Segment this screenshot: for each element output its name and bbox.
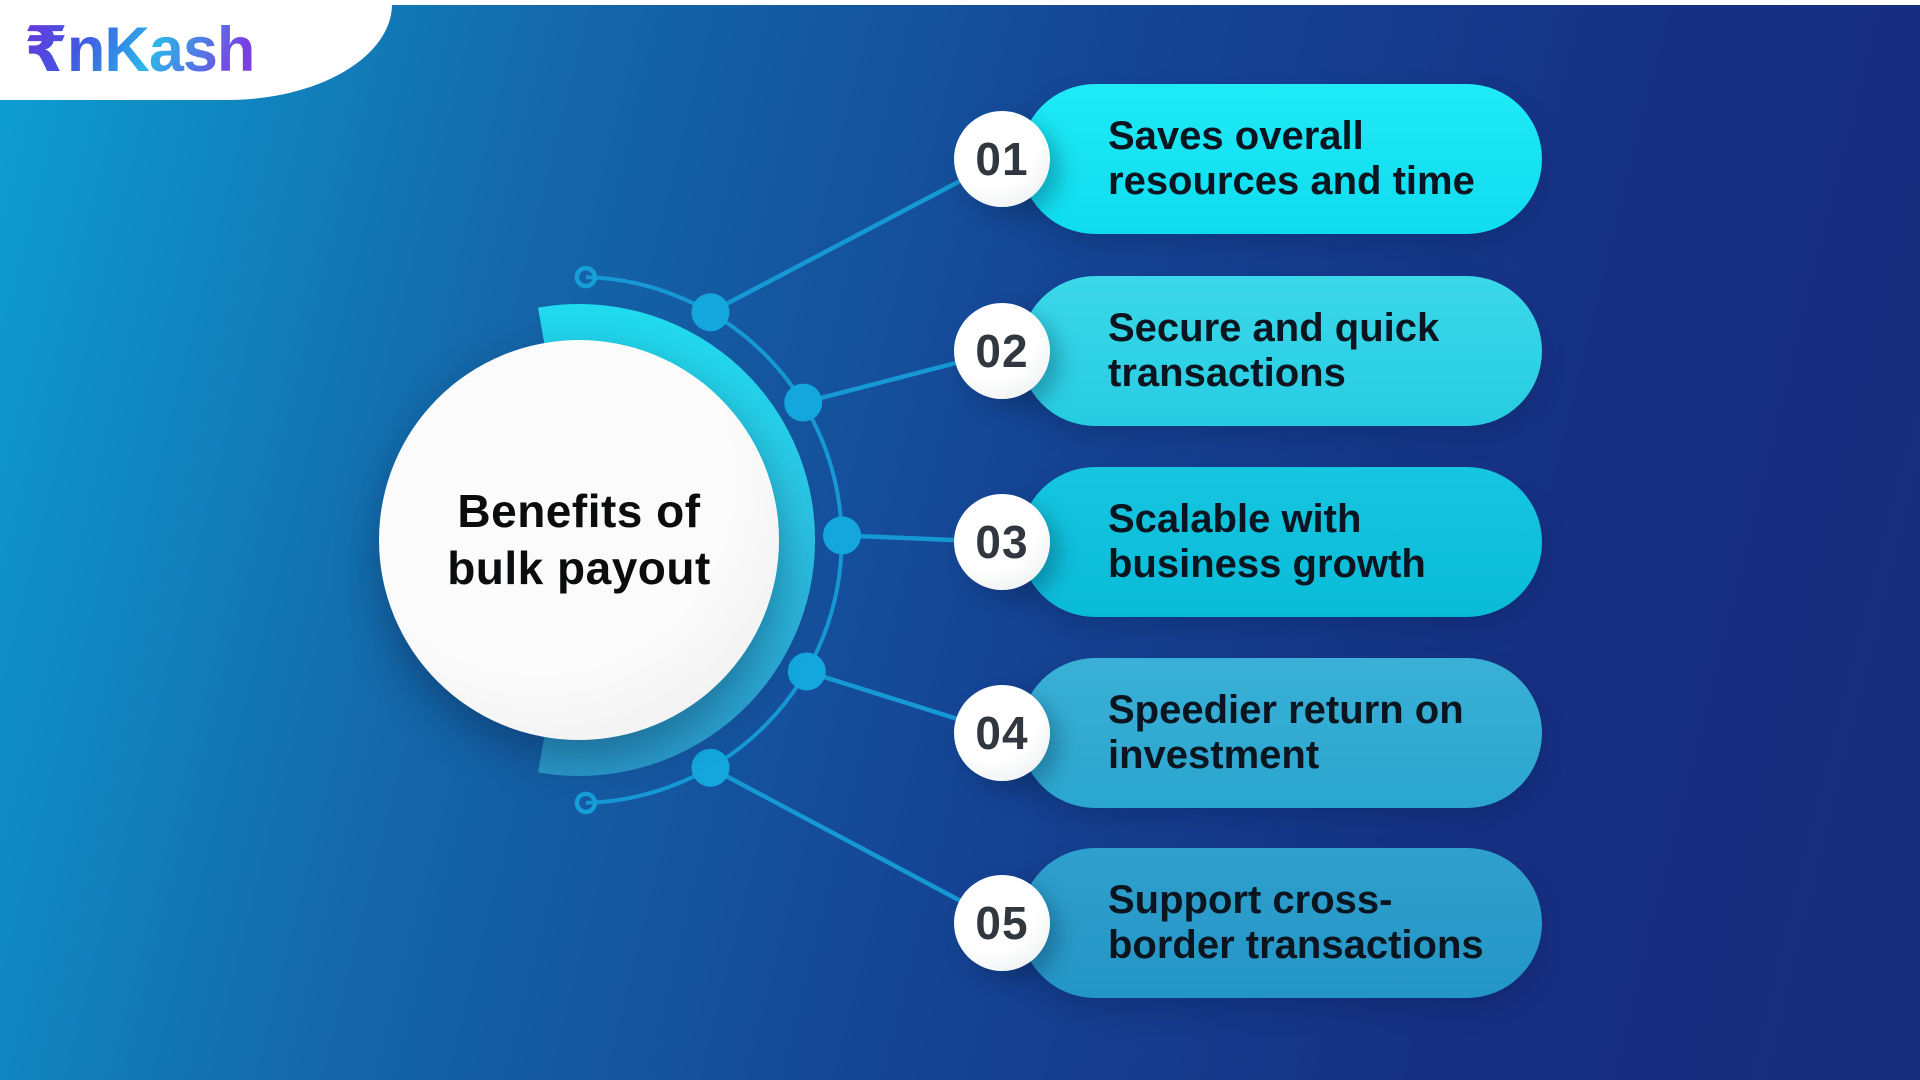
benefit-number-badge-4: 04 — [954, 685, 1050, 781]
arc-end-ring-top — [574, 265, 598, 289]
connector-line-1 — [709, 157, 1004, 315]
arc-node-dot-5 — [691, 748, 730, 787]
central-title-line2: bulk payout — [447, 542, 711, 594]
benefit-number-badge-5: 05 — [954, 875, 1050, 971]
benefit-label-4-line2: investment — [1108, 733, 1320, 777]
central-title-line1: Benefits of — [457, 485, 701, 537]
benefit-label-2-line1: Secure and quick — [1108, 306, 1440, 350]
benefit-number-badge-3: 03 — [954, 494, 1050, 590]
benefit-label-5-line2: border transactions — [1108, 923, 1484, 967]
benefit-pill-3: 03 Scalable with business growth — [954, 467, 1542, 617]
benefit-pill-1: 01 Saves overall resources and time — [954, 84, 1542, 234]
benefit-label-4: Speedier return on investment — [1108, 688, 1542, 778]
benefit-label-1-line1: Saves overall — [1108, 114, 1364, 158]
benefit-label-5: Support cross- border transactions — [1108, 878, 1542, 968]
central-topic-circle: Benefits of bulk payout — [379, 340, 779, 740]
arc-node-dot-2 — [784, 383, 823, 422]
benefit-number-2: 02 — [975, 325, 1029, 377]
benefit-label-2: Secure and quick transactions — [1108, 306, 1542, 396]
arc-end-ring-bottom — [574, 791, 598, 815]
arc-node-dot-1 — [691, 293, 730, 332]
central-title: Benefits of bulk payout — [447, 483, 711, 597]
benefit-number-1: 01 — [975, 133, 1029, 185]
brand-logo-mark-icon: ₹ — [24, 15, 67, 85]
benefit-number-badge-1: 01 — [954, 111, 1050, 207]
benefit-number-4: 04 — [975, 707, 1029, 759]
benefit-label-2-line2: transactions — [1108, 351, 1346, 395]
arc-node-dot-3 — [823, 516, 861, 555]
benefit-pill-4: 04 Speedier return on investment — [954, 658, 1542, 808]
benefit-label-5-line1: Support cross- — [1108, 878, 1393, 922]
brand-logo-wordmark: nKash — [66, 15, 255, 85]
benefit-label-1: Saves overall resources and time — [1108, 114, 1542, 204]
benefit-number-3: 03 — [975, 516, 1029, 568]
brand-logo: ₹nKash — [24, 0, 254, 100]
benefit-number-badge-2: 02 — [954, 303, 1050, 399]
connector-line-5 — [709, 765, 1004, 925]
benefit-label-3-line2: business growth — [1108, 542, 1426, 586]
benefit-pill-5: 05 Support cross- border transactions — [954, 848, 1542, 998]
benefit-label-1-line2: resources and time — [1108, 159, 1475, 203]
benefit-label-3: Scalable with business growth — [1108, 497, 1542, 587]
benefit-number-5: 05 — [975, 897, 1029, 949]
progress-band-arc — [538, 304, 816, 776]
benefit-label-3-line1: Scalable with — [1108, 497, 1362, 541]
benefit-label-4-line1: Speedier return on — [1108, 688, 1464, 732]
benefit-pill-2: 02 Secure and quick transactions — [954, 276, 1542, 426]
arc-node-dot-4 — [787, 652, 826, 691]
